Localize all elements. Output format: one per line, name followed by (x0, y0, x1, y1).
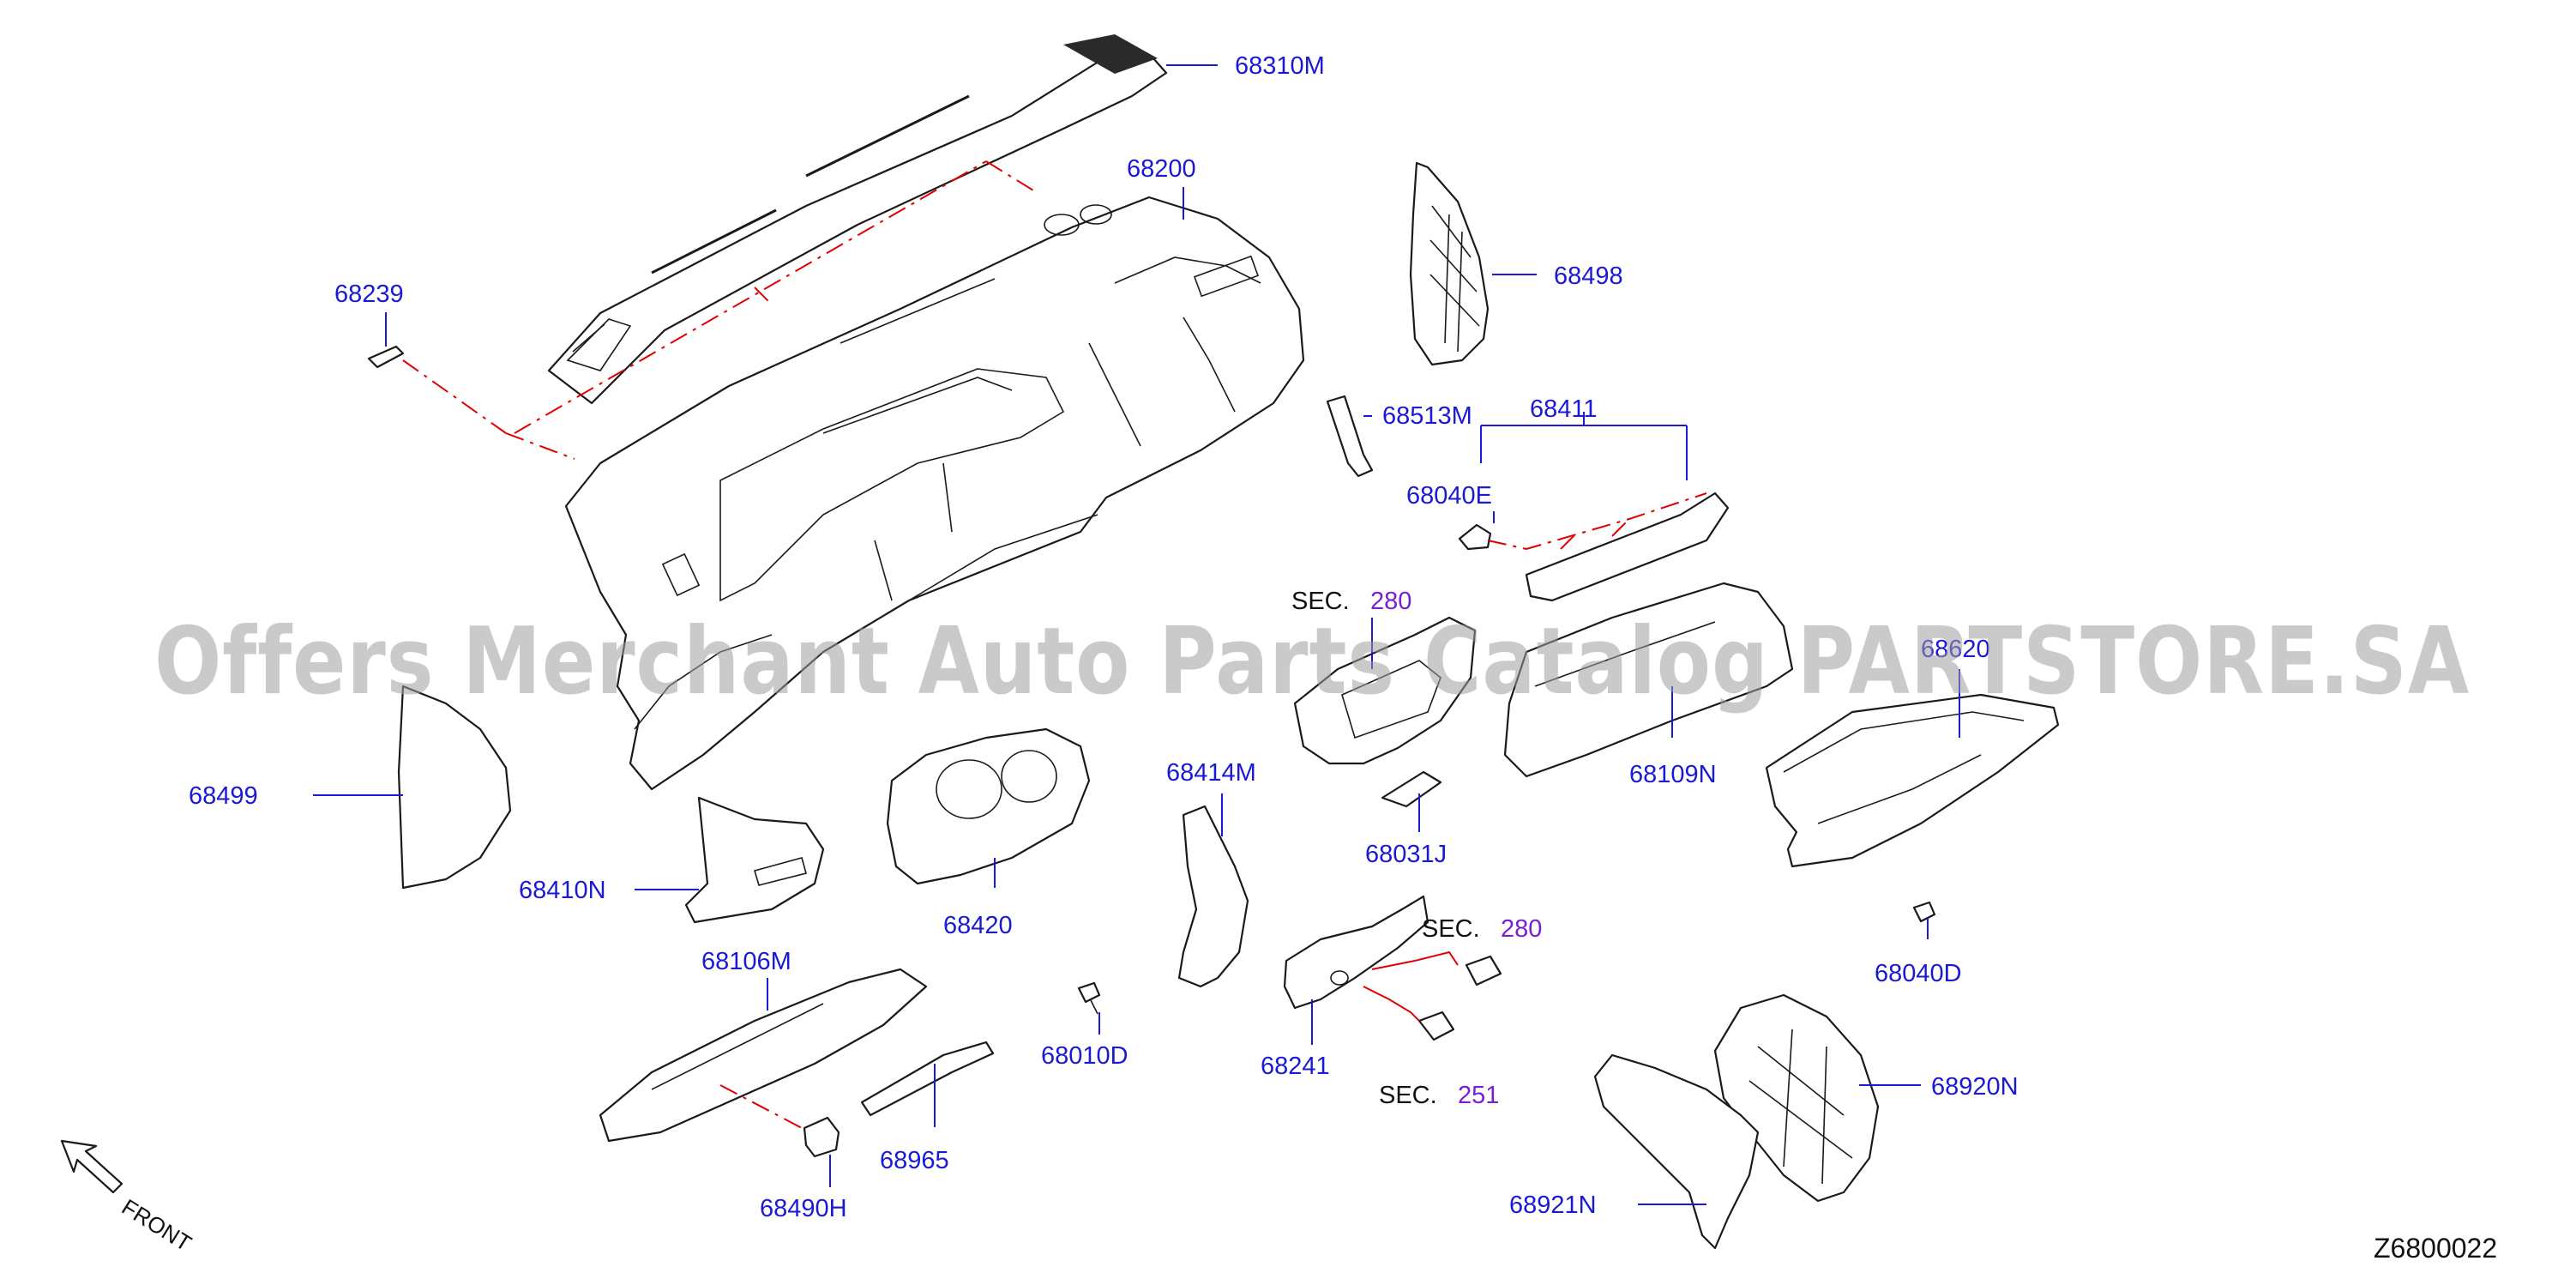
part-68414M-finisher[interactable] (1177, 805, 1249, 988)
part-68040E-clip[interactable] (1458, 523, 1492, 551)
part-sec251-switch[interactable] (1417, 1011, 1455, 1041)
part-68620-glove-box[interactable] (1765, 693, 2060, 868)
sec-prefix: SEC. (1422, 915, 1480, 943)
sec-prefix: SEC. (1291, 588, 1350, 615)
sec-ref-280-lower[interactable]: SEC. 280 (1422, 915, 1542, 943)
part-68498-side-finisher[interactable] (1409, 161, 1490, 366)
label-68499[interactable]: 68499 (189, 782, 258, 810)
part-68109N-glove-box-lid[interactable] (1503, 582, 1794, 778)
part-sec280-connector[interactable] (1465, 955, 1502, 986)
label-68498[interactable]: 68498 (1554, 262, 1623, 290)
label-68109N[interactable]: 68109N (1629, 761, 1717, 788)
part-68965-bracket[interactable] (860, 1041, 995, 1117)
label-68410N[interactable]: 68410N (519, 877, 606, 904)
part-68513M-bracket[interactable] (1326, 395, 1374, 478)
label-68310M[interactable]: 68310M (1235, 52, 1325, 80)
label-68040E[interactable]: 68040E (1406, 482, 1492, 510)
part-68499-side-panel[interactable] (397, 685, 512, 890)
part-68239-clip[interactable] (367, 345, 405, 369)
sec-number: 280 (1370, 588, 1411, 615)
front-direction-indicator: FRONT (60, 1139, 196, 1257)
part-68200-instrument-panel[interactable] (564, 196, 1305, 791)
label-68241[interactable]: 68241 (1261, 1053, 1330, 1080)
part-sec280-audio-unit[interactable] (1293, 616, 1477, 765)
label-68414M[interactable]: 68414M (1166, 759, 1256, 787)
label-68921N[interactable]: 68921N (1509, 1192, 1597, 1219)
label-68031J[interactable]: 68031J (1365, 841, 1447, 868)
label-68106M[interactable]: 68106M (701, 948, 791, 975)
label-68040D[interactable]: 68040D (1875, 960, 1962, 987)
front-label: FRONT (117, 1194, 196, 1257)
part-68241-cluster-lid[interactable] (1283, 895, 1429, 1010)
part-68040D-screw[interactable] (1912, 901, 1936, 923)
watermark-text: Offers Merchant Auto Parts Catalog PARTS… (154, 608, 2470, 715)
front-arrow-icon (60, 1139, 123, 1194)
part-68420-meter-hood[interactable] (886, 727, 1091, 885)
label-68411[interactable]: 68411 (1530, 395, 1598, 423)
part-68921N-lower-cover[interactable] (1593, 1053, 1760, 1250)
label-68239[interactable]: 68239 (334, 281, 404, 308)
sec-prefix: SEC. (1379, 1082, 1437, 1109)
label-68490H[interactable]: 68490H (760, 1195, 847, 1222)
diagram-code: Z6800022 (2374, 1233, 2497, 1264)
part-68411-trim-strip[interactable] (1525, 492, 1730, 602)
label-68420[interactable]: 68420 (943, 912, 1013, 939)
part-68310M-dash-top-cover[interactable] (547, 34, 1168, 405)
label-68620[interactable]: 68620 (1921, 636, 1990, 663)
leader-lines (313, 64, 1960, 1205)
phantom-lines (402, 160, 1707, 1129)
label-68010D[interactable]: 68010D (1041, 1042, 1129, 1070)
label-68200[interactable]: 68200 (1127, 155, 1196, 183)
sec-ref-280-upper[interactable]: SEC. 280 (1291, 588, 1411, 615)
part-68031J-bracket[interactable] (1381, 770, 1442, 808)
label-68965[interactable]: 68965 (880, 1147, 949, 1174)
sec-number: 251 (1458, 1082, 1499, 1109)
part-68106M-lower-panel[interactable] (599, 968, 928, 1143)
sec-number: 280 (1501, 915, 1542, 943)
sec-ref-251[interactable]: SEC. 251 (1379, 1082, 1499, 1109)
label-68513M[interactable]: 68513M (1382, 402, 1472, 430)
part-68410N-column-cover[interactable] (684, 796, 825, 924)
label-68920N[interactable]: 68920N (1931, 1073, 2019, 1101)
part-68010D-screw[interactable] (1077, 981, 1101, 1015)
part-68490H-clip[interactable] (803, 1116, 840, 1158)
